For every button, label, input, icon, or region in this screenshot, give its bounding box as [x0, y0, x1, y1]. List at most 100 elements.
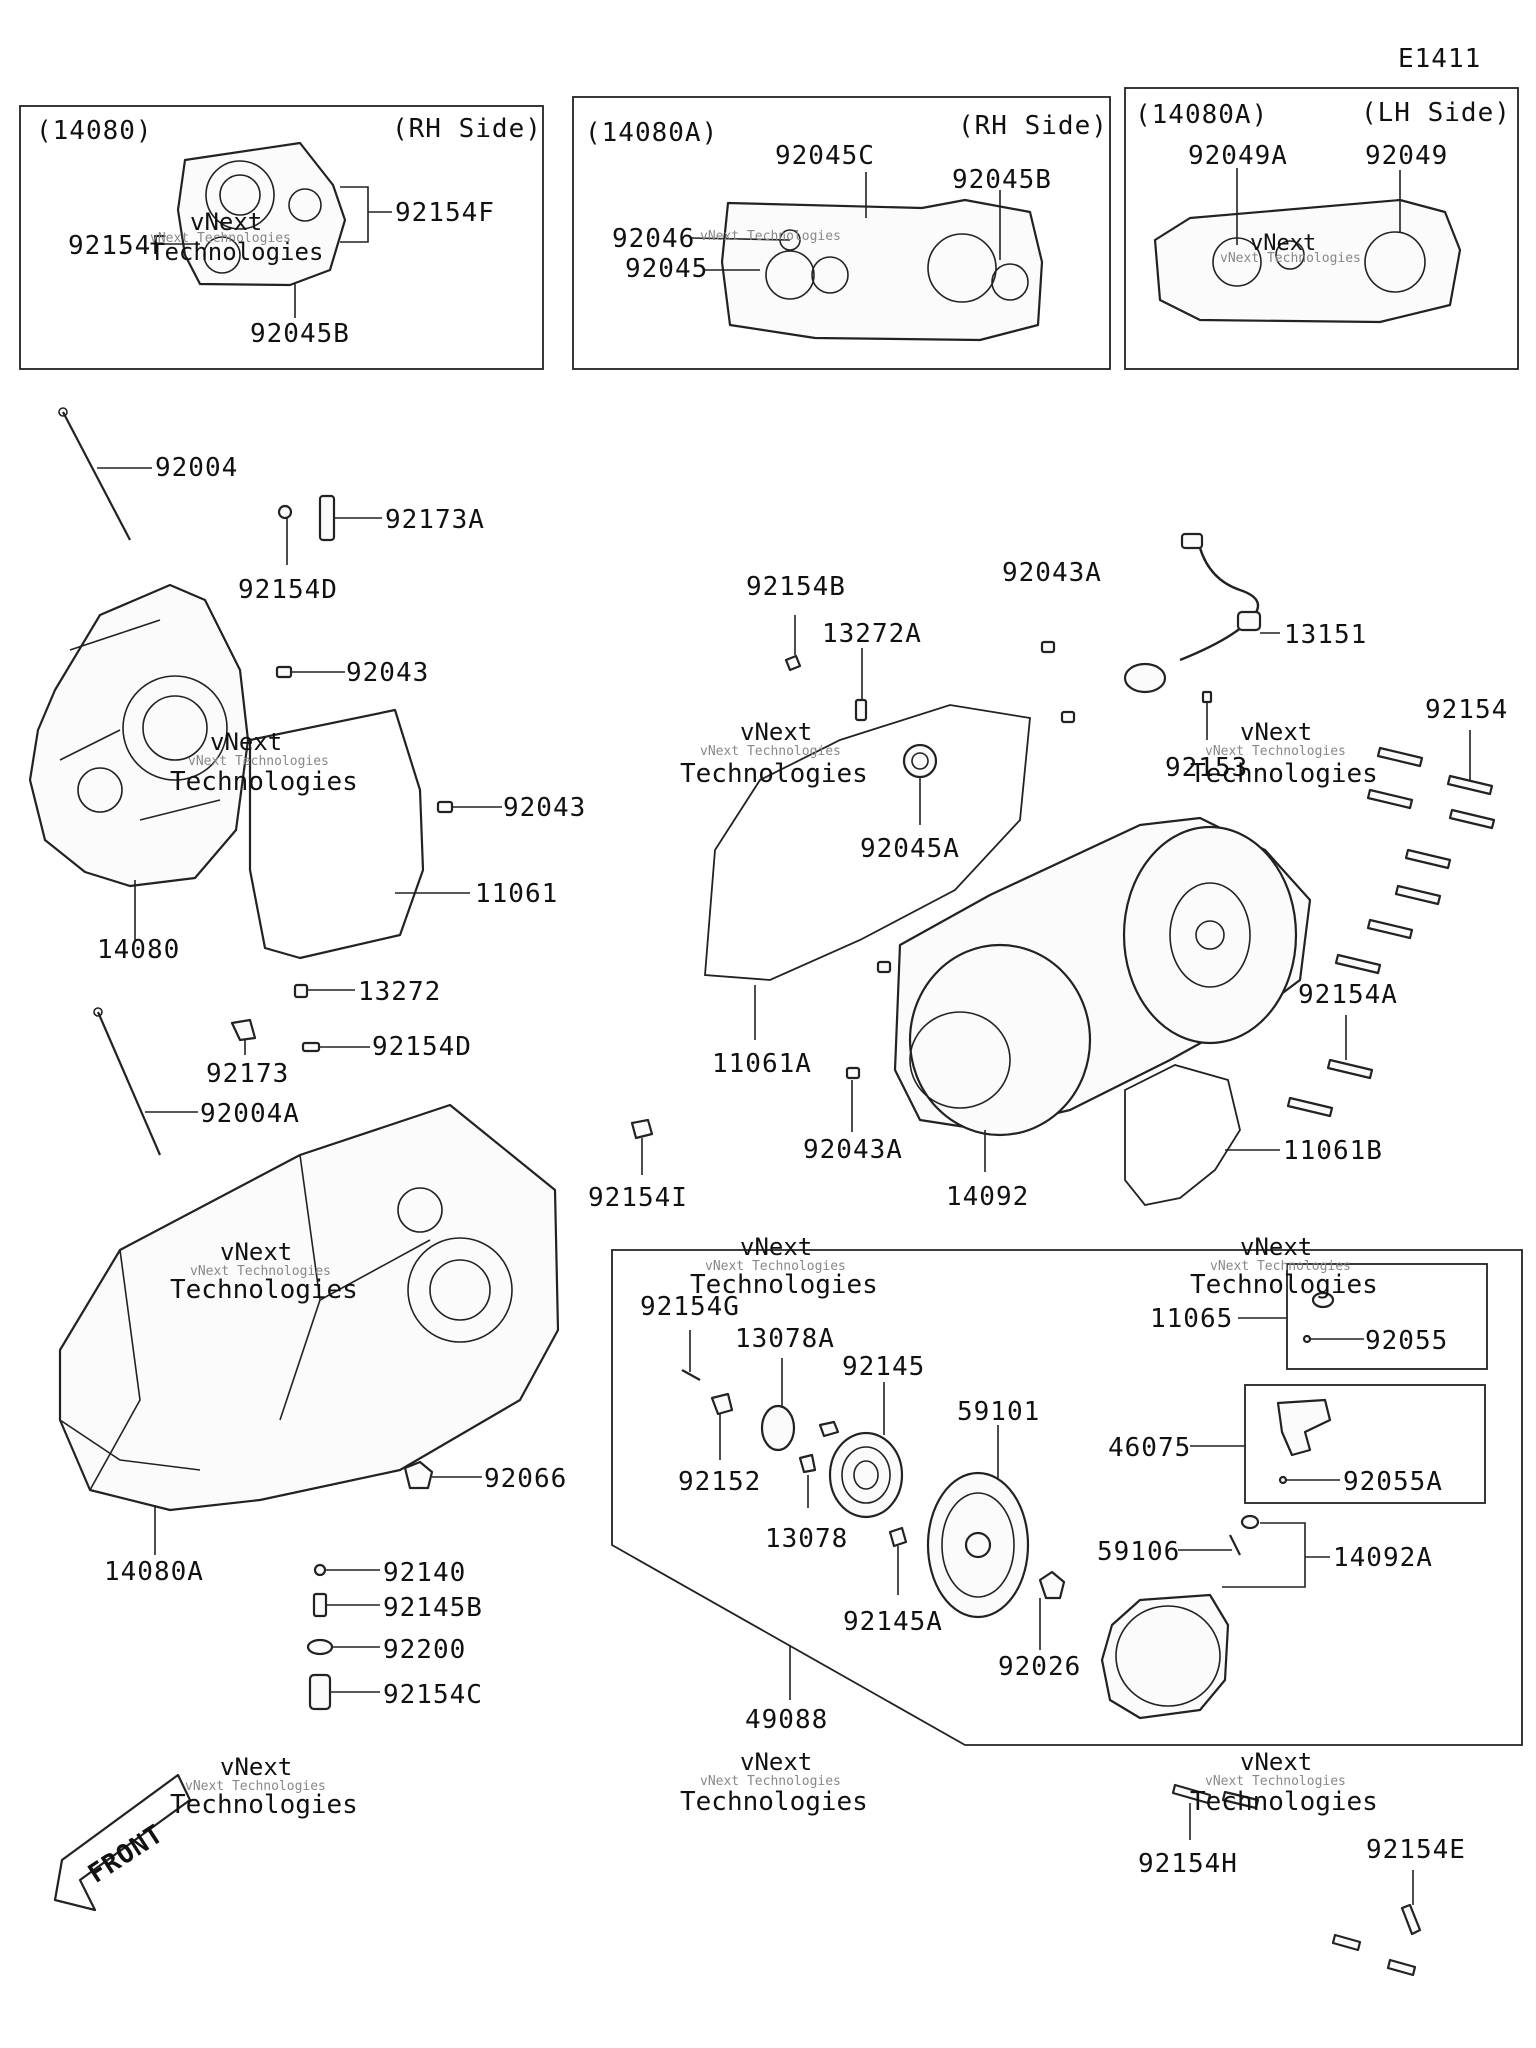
part-label: 92154F — [68, 231, 168, 261]
part-label: 92145 — [842, 1352, 925, 1382]
part-label: 92046 — [612, 224, 695, 254]
svg-text:vNext Technologies: vNext Technologies — [1205, 1774, 1346, 1789]
part-label: 92154E — [1366, 1835, 1466, 1865]
part-label: 13272 — [358, 977, 441, 1007]
part-label: 92049A — [1188, 141, 1288, 171]
svg-text:vNext Technologies: vNext Technologies — [150, 231, 291, 246]
bolts-column: 92154 92154A — [1286, 695, 1508, 1118]
inset-14080a-rh: (14080A) (RH Side) 92045C 92045B 92046 9… — [572, 96, 1111, 370]
svg-text:vNext Technologies: vNext Technologies — [1220, 251, 1361, 266]
svg-text:vNext: vNext — [210, 728, 282, 756]
diagram-id: E1411 — [1398, 44, 1481, 74]
part-label: 49088 — [745, 1705, 828, 1735]
svg-text:Technologies: Technologies — [170, 1275, 358, 1305]
part-label: 11061 — [475, 879, 558, 909]
part-label: 92055A — [1343, 1467, 1443, 1497]
svg-text:Technologies: Technologies — [1190, 759, 1378, 789]
svg-text:vNext Technologies: vNext Technologies — [700, 229, 841, 244]
part-label: 92200 — [383, 1635, 466, 1665]
part-label: 92066 — [484, 1464, 567, 1494]
svg-text:vNext: vNext — [740, 1748, 812, 1776]
part-label: 92045B — [952, 165, 1052, 195]
inset-14080a-lh: (14080A) (LH Side) 92049A 92049 — [1124, 87, 1519, 370]
part-label: 92173 — [206, 1059, 289, 1089]
part-label: 46075 — [1108, 1433, 1191, 1463]
part-label: 13078A — [735, 1324, 835, 1354]
inset-ref: (14080) — [36, 116, 153, 146]
part-label: 59101 — [957, 1397, 1040, 1427]
svg-text:Technologies: Technologies — [150, 238, 323, 266]
part-label: 92043 — [503, 793, 586, 823]
svg-text:vNext Technologies: vNext Technologies — [705, 1259, 846, 1274]
part-label: 92004 — [155, 453, 238, 483]
svg-text:Technologies: Technologies — [170, 767, 358, 797]
inset-side: (RH Side) — [392, 114, 542, 144]
part-label: 14080A — [104, 1557, 204, 1587]
part-label: 92152 — [678, 1467, 761, 1497]
part-label: 11061A — [712, 1049, 812, 1079]
svg-text:Technologies: Technologies — [680, 759, 868, 789]
part-label: 92043 — [346, 658, 429, 688]
bottom-bolts: 92154H 92154E — [1138, 1783, 1466, 1977]
svg-text:vNext Technologies: vNext Technologies — [188, 754, 329, 769]
part-label: 13272A — [822, 619, 922, 649]
part-label: 92154B — [746, 572, 846, 602]
inset-side: (LH Side) — [1361, 98, 1511, 128]
part-label: 14092A — [1333, 1543, 1433, 1573]
part-label: 92145A — [843, 1607, 943, 1637]
part-label: 92153 — [1165, 753, 1248, 783]
svg-text:Technologies: Technologies — [1190, 1270, 1378, 1300]
part-label: 92154D — [372, 1032, 472, 1062]
part-label: 11061B — [1283, 1136, 1383, 1166]
part-label: 92140 — [383, 1558, 466, 1588]
part-label: 92004A — [200, 1099, 300, 1129]
svg-text:vNext: vNext — [1240, 718, 1312, 746]
svg-text:vNext Technologies: vNext Technologies — [700, 1774, 841, 1789]
part-label: 92045A — [860, 834, 960, 864]
part-label: 13151 — [1284, 620, 1367, 650]
svg-text:vNext: vNext — [220, 1753, 292, 1781]
part-label: 59106 — [1097, 1537, 1180, 1567]
svg-text:vNext: vNext — [1250, 231, 1316, 256]
cvt-cover-group: 92154B 13272A 92043A 13151 92153 92045A … — [588, 532, 1383, 1213]
svg-text:Technologies: Technologies — [680, 1787, 868, 1817]
part-label: 92154C — [383, 1680, 483, 1710]
watermarks: vNext Technologies vNext Technologies vN… — [150, 208, 1378, 1820]
svg-text:vNext: vNext — [1240, 1748, 1312, 1776]
part-label: 92154F — [395, 198, 495, 228]
part-label: 92154 — [1425, 695, 1508, 725]
svg-text:vNext Technologies: vNext Technologies — [1205, 744, 1346, 759]
svg-text:vNext: vNext — [220, 1238, 292, 1266]
part-label: 92154I — [588, 1183, 688, 1213]
crankcase-rh-group: 92004 92173A 92154D 92043 92043 14080 11… — [28, 407, 586, 1089]
svg-text:vNext: vNext — [740, 718, 812, 746]
recoil-starter-group: 92154G 13078A 92152 13078 92145 92145A 5… — [611, 1249, 1523, 1746]
part-label: 92154H — [1138, 1849, 1238, 1879]
svg-text:vNext Technologies: vNext Technologies — [190, 1264, 331, 1279]
part-label: 92045 — [625, 254, 708, 284]
svg-text:vNext Technologies: vNext Technologies — [700, 744, 841, 759]
part-label: 92049 — [1365, 141, 1448, 171]
svg-text:Technologies: Technologies — [1190, 1787, 1378, 1817]
part-label: 13078 — [765, 1524, 848, 1554]
part-label: 92145B — [383, 1593, 483, 1623]
inset-ref: (14080A) — [585, 118, 718, 148]
part-label: 11065 — [1150, 1304, 1233, 1334]
part-label: 92043A — [803, 1135, 903, 1165]
svg-text:vNext Technologies: vNext Technologies — [1210, 1259, 1351, 1274]
part-label: 92154D — [238, 575, 338, 605]
part-label: 92026 — [998, 1652, 1081, 1682]
inset-side: (RH Side) — [958, 111, 1108, 141]
part-label: 14092 — [946, 1182, 1029, 1212]
svg-text:vNext: vNext — [1240, 1233, 1312, 1261]
svg-text:vNext: vNext — [190, 208, 262, 236]
part-label: 14080 — [97, 935, 180, 965]
part-label: 92045B — [250, 319, 350, 349]
svg-text:Technologies: Technologies — [690, 1270, 878, 1300]
svg-text:vNext: vNext — [740, 1233, 812, 1261]
part-label: 92055 — [1365, 1326, 1448, 1356]
part-label: 92173A — [385, 505, 485, 535]
part-label: 92154G — [640, 1292, 740, 1322]
svg-text:vNext Technologies: vNext Technologies — [185, 1779, 326, 1794]
